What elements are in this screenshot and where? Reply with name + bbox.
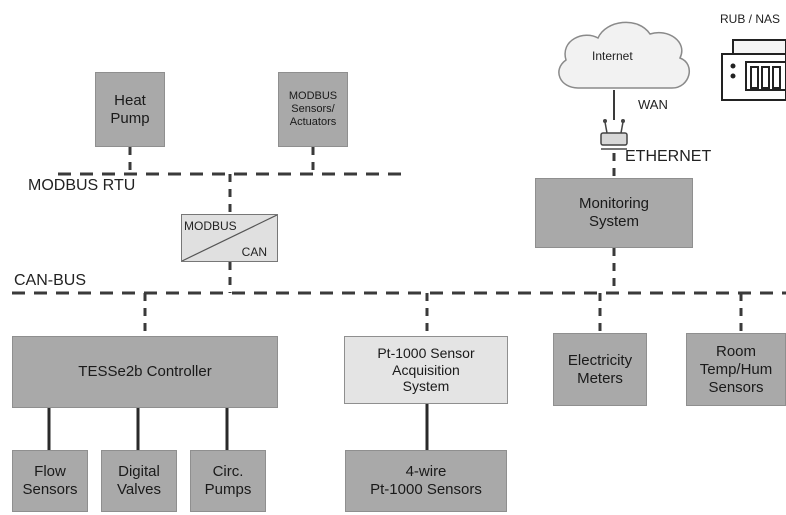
internet-label: Internet [592,49,633,63]
monitoring-system-box: Monitoring System [535,178,693,248]
server-label: RUB / NAS [720,12,781,26]
converter-diagonal [182,215,277,261]
circ-pumps-box: Circ. Pumps [190,450,266,512]
can-bus-label: CAN-BUS [14,272,87,289]
modbus-sensors-box: MODBUS Sensors/ Actuators [278,72,348,147]
server-icon [721,39,786,101]
digital-valves-box: Digital Valves [101,450,177,512]
electricity-meters-box: Electricity Meters [553,333,647,406]
room-sensors-box: Room Temp/Hum Sensors [686,333,786,406]
wan-label: WAN [638,97,668,112]
modbus-can-converter: MODBUS CAN [181,214,278,262]
ethernet-label: ETHERNET [625,148,712,165]
tesse2b-controller-box: TESSe2b Controller [12,336,278,408]
modbus-rtu-label: MODBUS RTU [28,177,136,194]
flow-sensors-box: Flow Sensors [12,450,88,512]
converter-top-label: MODBUS [184,219,237,233]
router-icon [600,119,628,150]
pt1000-acquisition-box: Pt-1000 Sensor Acquisition System [344,336,508,404]
pt1000-sensors-box: 4-wire Pt-1000 Sensors [345,450,507,512]
converter-bottom-label: CAN [241,245,267,259]
internet-cloud [558,21,690,89]
heat-pump-box: Heat Pump [95,72,165,147]
